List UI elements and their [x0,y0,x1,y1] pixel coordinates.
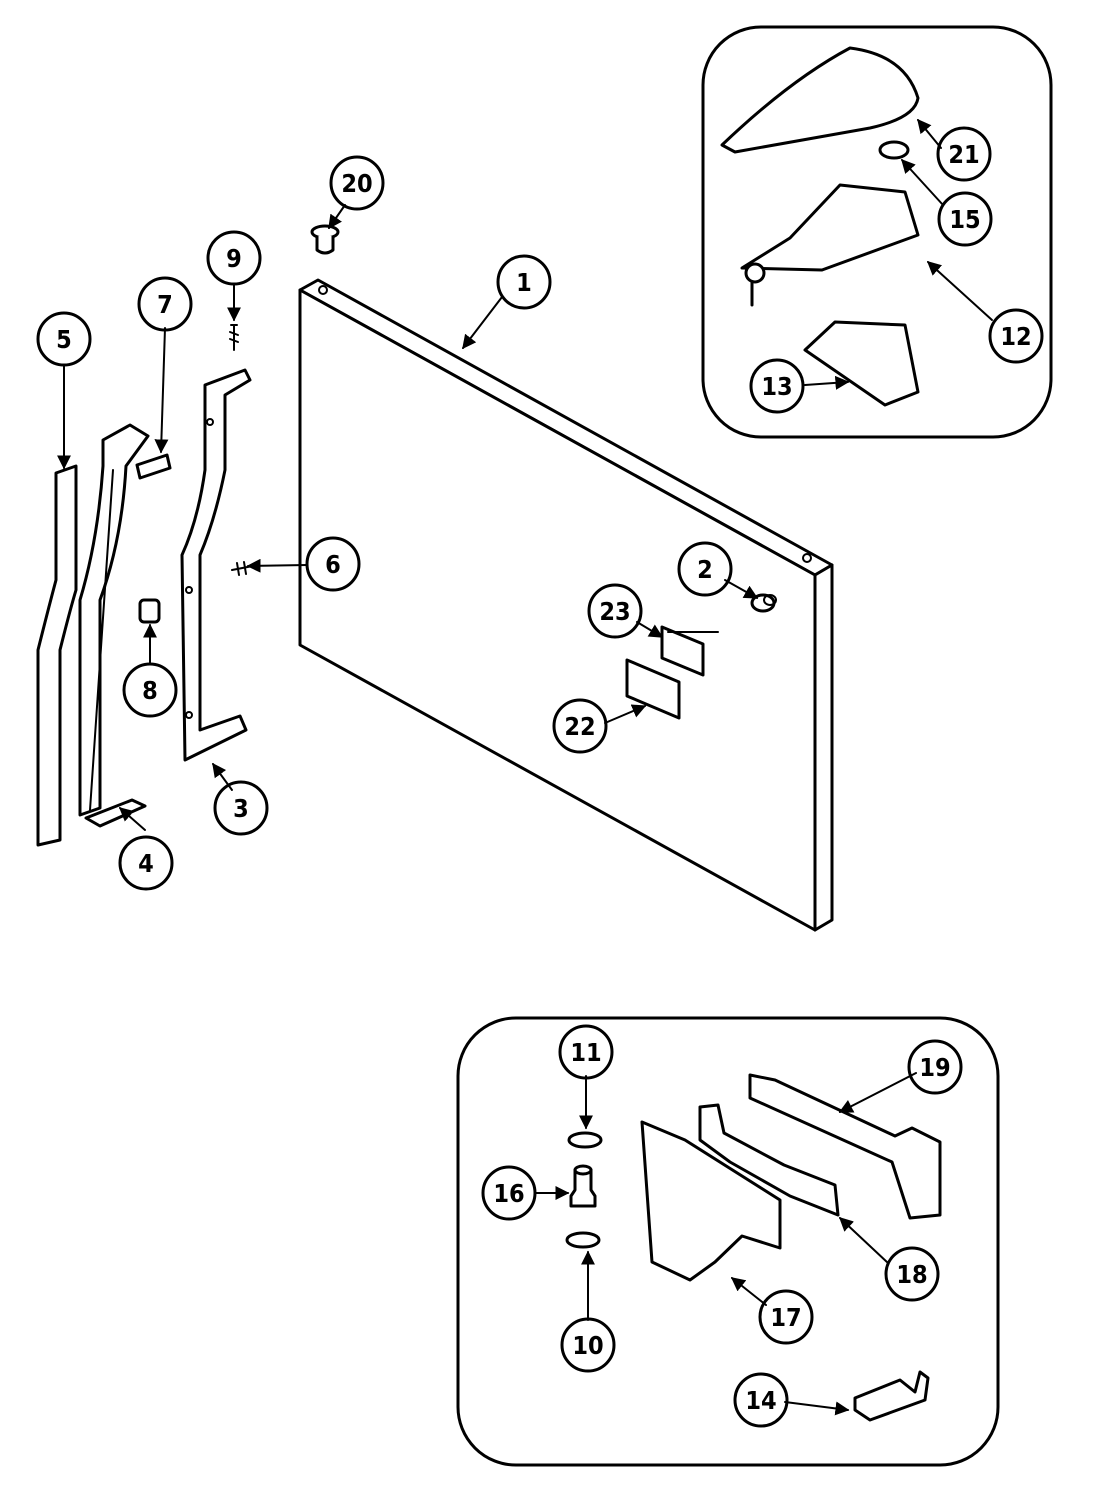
leader-lines [57,118,993,1416]
hinge-shim [803,320,920,407]
svg-text:19: 19 [919,1053,950,1082]
door-plug [310,224,340,255]
callout-17: 17 [758,1289,814,1345]
callout-16: 16 [481,1165,537,1221]
hinge-reinforcement [748,1073,942,1220]
callout-11: 11 [558,1024,614,1080]
callout-9: 9 [206,230,262,286]
svg-text:5: 5 [56,325,72,354]
svg-text:13: 13 [761,372,792,401]
door-panel [298,278,834,932]
callout-7: 7 [137,276,193,332]
callout-21: 21 [936,126,992,182]
callout-1: 1 [496,254,552,310]
callout-5: 5 [36,311,92,367]
callout-8: 8 [122,662,178,718]
svg-text:3: 3 [233,794,249,823]
callout-15: 15 [937,191,993,247]
callout-12: 12 [988,308,1044,364]
svg-text:22: 22 [564,712,595,741]
svg-text:23: 23 [599,597,630,626]
svg-text:4: 4 [138,849,154,878]
hinge-pin-assembly [565,1131,603,1249]
svg-text:9: 9 [226,244,242,273]
door-label [625,658,681,720]
hinge-stop-bracket [853,1370,930,1422]
hinge-cover-plug [878,140,910,160]
hinge-detail-inset-top [701,25,1053,439]
svg-text:21: 21 [948,140,979,169]
svg-text:2: 2 [697,555,713,584]
callout-14: 14 [733,1372,789,1428]
svg-text:18: 18 [896,1260,927,1289]
callout-20: 20 [329,155,385,211]
hinge-spacer [698,1103,840,1217]
svg-text:16: 16 [493,1179,524,1208]
screw-side [231,561,259,576]
svg-text:10: 10 [572,1331,603,1360]
handle-bracket-top [135,453,172,480]
svg-text:12: 12 [1000,322,1031,351]
svg-text:7: 7 [157,290,173,319]
hinge-detail-inset-bottom [456,1016,1000,1467]
handle-trim [36,464,78,847]
callout-2: 2 [677,541,733,597]
callout-23: 23 [587,583,643,639]
callout-4: 4 [118,835,174,891]
label-bracket [660,625,719,677]
lower-hinge [640,1120,782,1282]
upper-hinge [740,183,920,307]
door-stop [750,593,777,613]
svg-text:14: 14 [745,1386,776,1415]
svg-text:15: 15 [949,205,980,234]
svg-text:20: 20 [341,169,372,198]
svg-text:6: 6 [325,550,341,579]
callout-3: 3 [213,780,269,836]
callout-13: 13 [749,358,805,414]
callout-6: 6 [305,536,361,592]
callout-18: 18 [884,1246,940,1302]
svg-text:11: 11 [570,1038,601,1067]
svg-text:17: 17 [770,1303,801,1332]
handle-bracket-lower [180,368,252,762]
hinge-cover [720,46,920,154]
svg-text:8: 8 [142,676,158,705]
handle [78,423,150,828]
callout-10: 10 [560,1317,616,1373]
handle-spacer [138,598,161,624]
svg-text:1: 1 [516,268,532,297]
callout-19: 19 [907,1039,963,1095]
screw-top [229,324,239,351]
callout-22: 22 [552,698,608,754]
